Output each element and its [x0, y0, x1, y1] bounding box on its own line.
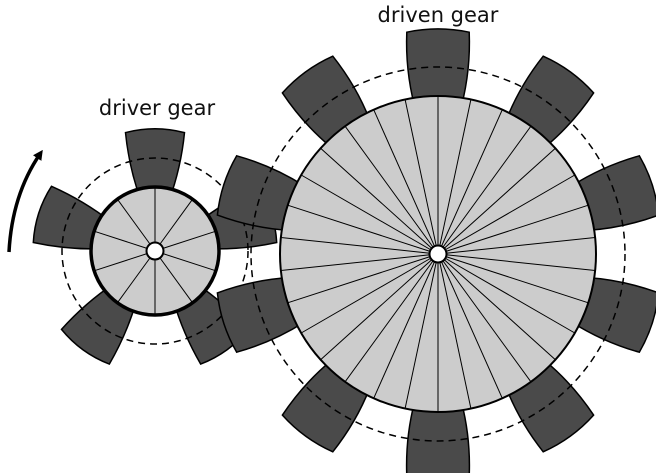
driven-tooth	[405, 401, 471, 473]
driven-spoke	[344, 260, 434, 383]
driven-spoke	[444, 174, 576, 251]
driven-hub	[428, 244, 448, 264]
driven-spoke	[373, 261, 436, 399]
driven-spoke	[440, 109, 503, 247]
driver-spoke	[93, 230, 148, 249]
driver-spoke	[162, 230, 217, 249]
driver-spoke	[116, 198, 151, 245]
driver-gear	[32, 127, 278, 366]
driven-spoke	[280, 254, 431, 271]
driven-spoke	[443, 259, 556, 361]
driven-gear	[216, 28, 656, 473]
driver-hub	[145, 241, 165, 261]
driven-spoke	[443, 147, 556, 249]
driven-spoke	[445, 256, 589, 304]
driven-spoke	[439, 99, 472, 247]
driven-spoke	[444, 257, 576, 334]
driven-spoke	[320, 259, 433, 361]
driven-spoke	[287, 256, 431, 304]
driven-spoke	[445, 254, 596, 271]
driver-spoke	[159, 198, 194, 245]
driven-spoke	[404, 261, 437, 409]
driven-spoke	[280, 237, 431, 254]
driven-spoke	[300, 257, 432, 334]
driven-spoke	[439, 261, 472, 409]
driven-spoke	[440, 261, 503, 399]
driven-spoke	[442, 260, 532, 383]
driven-spoke	[373, 109, 436, 247]
driven-pitch-circle	[250, 66, 626, 442]
driven-spoke	[445, 204, 589, 252]
driver-spokes	[93, 187, 217, 315]
driver-spoke	[159, 257, 194, 304]
driven-spoke	[287, 204, 431, 252]
driver-pitch-circle	[61, 157, 249, 345]
driven-spoke	[344, 125, 434, 248]
driven-spoke	[404, 99, 437, 247]
driver-tooth	[124, 127, 186, 202]
driver-spoke	[116, 257, 151, 304]
driver-gear-label: driver gear	[99, 96, 216, 120]
driven-spoke	[442, 125, 532, 248]
driver-spoke	[93, 253, 148, 272]
driven-gear-label: driven gear	[378, 3, 499, 27]
driven-spoke	[300, 174, 432, 251]
rotation-arrow-icon	[7, 149, 43, 253]
driver-spoke	[162, 253, 217, 272]
driven-spoke	[320, 147, 433, 249]
driven-spoke	[445, 237, 596, 254]
driven-spokes	[280, 96, 596, 412]
